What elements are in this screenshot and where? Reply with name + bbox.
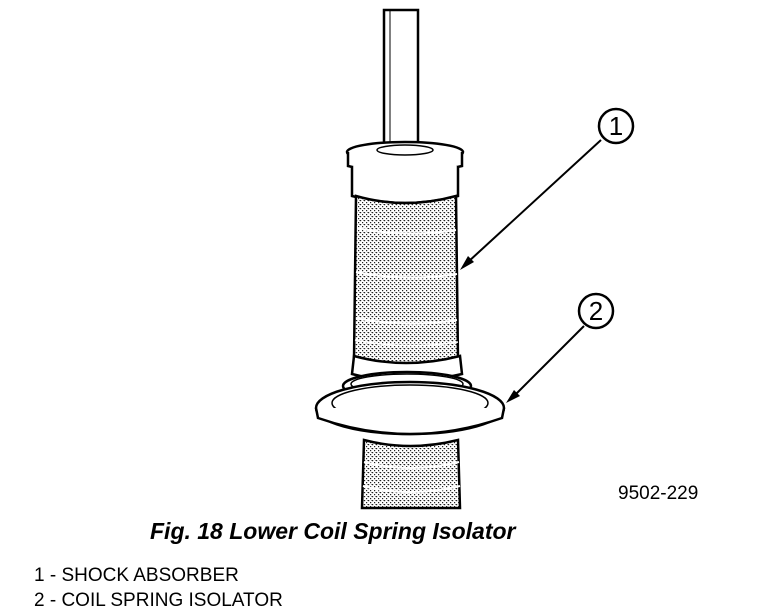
- callout-1-number: 1: [609, 111, 623, 141]
- callout-2-leader: [513, 325, 585, 397]
- legend-item-1: 1 - SHOCK ABSORBER: [34, 565, 239, 586]
- callout-2-number: 2: [589, 296, 603, 326]
- callout-2-circle: [577, 292, 615, 330]
- upper-cap: [345, 140, 465, 205]
- callout-1-leader: [467, 139, 602, 263]
- callout-1: 1: [460, 107, 635, 270]
- spring-seat-flange: [314, 380, 506, 436]
- callout-2: 2: [506, 292, 615, 403]
- callout-1-arrowhead: [460, 256, 474, 270]
- callout-2-arrowhead: [506, 390, 520, 403]
- piston-rod: [382, 8, 420, 146]
- shock-absorber-body: [352, 194, 460, 369]
- callout-1-circle: [597, 107, 635, 145]
- figure-reference-code: 9502-229: [618, 483, 698, 504]
- figure-caption: Fig. 18 Lower Coil Spring Isolator: [150, 518, 516, 544]
- lower-body: [360, 438, 462, 510]
- legend-item-2: 2 - COIL SPRING ISOLATOR: [34, 590, 283, 611]
